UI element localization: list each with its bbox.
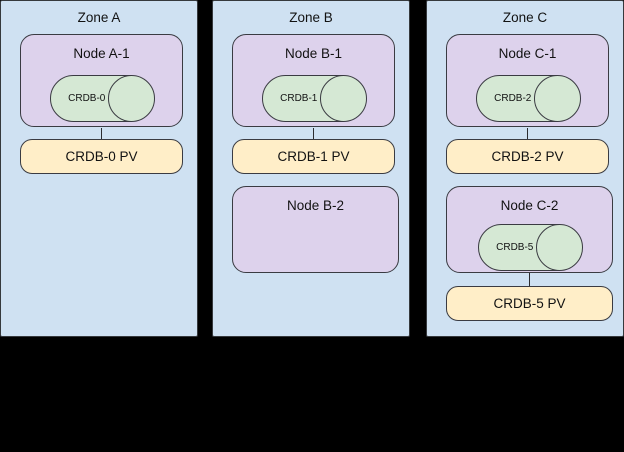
node-a-1[interactable]: Node A-1 CRDB-0 [20, 34, 183, 127]
connector-crdb-2 [527, 128, 528, 140]
zone-c-title: Zone C [502, 10, 548, 25]
zone-b-title: Zone B [289, 10, 333, 25]
crdb-2-cylinder[interactable]: CRDB-2 [476, 75, 581, 122]
connector-crdb-5 [529, 273, 530, 286]
crdb-1-pv-label: CRDB-1 PV [277, 148, 350, 164]
crdb-5-pv-label: CRDB-5 PV [493, 295, 566, 311]
zone-b[interactable]: Zone B Node B-1 CRDB-1 CRDB-1 PV Node B-… [212, 0, 410, 337]
crdb-0-pv-label: CRDB-0 PV [65, 148, 138, 164]
connector-crdb-0 [101, 128, 102, 140]
node-b-2-title: Node B-2 [286, 198, 345, 213]
crdb-5-cylinder[interactable]: CRDB-5 [478, 224, 583, 271]
node-c-2-title: Node C-2 [500, 198, 559, 213]
node-b-1[interactable]: Node B-1 CRDB-1 [232, 34, 395, 127]
node-a-1-title: Node A-1 [73, 46, 130, 61]
connector-crdb-1 [313, 128, 314, 140]
crdb-1-cylinder[interactable]: CRDB-1 [262, 75, 367, 122]
zone-a-title: Zone A [77, 10, 121, 25]
crdb-1-pv[interactable]: CRDB-1 PV [232, 139, 395, 174]
crdb-2-pv[interactable]: CRDB-2 PV [446, 139, 609, 174]
node-c-2[interactable]: Node C-2 CRDB-5 [446, 186, 613, 273]
crdb-0-pv[interactable]: CRDB-0 PV [20, 139, 183, 174]
zone-c[interactable]: Zone C Node C-1 CRDB-2 CRDB-2 PV Node C-… [426, 0, 624, 337]
crdb-2-pv-label: CRDB-2 PV [491, 148, 564, 164]
node-c-1-title: Node C-1 [498, 46, 557, 61]
node-c-1[interactable]: Node C-1 CRDB-2 [446, 34, 609, 127]
crdb-0-cylinder[interactable]: CRDB-0 [50, 75, 155, 122]
node-b-1-title: Node B-1 [284, 46, 343, 61]
zone-a[interactable]: Zone A Node A-1 CRDB-0 CRDB-0 PV [0, 0, 198, 337]
node-b-2[interactable]: Node B-2 [232, 186, 399, 273]
crdb-5-pv[interactable]: CRDB-5 PV [446, 286, 613, 321]
